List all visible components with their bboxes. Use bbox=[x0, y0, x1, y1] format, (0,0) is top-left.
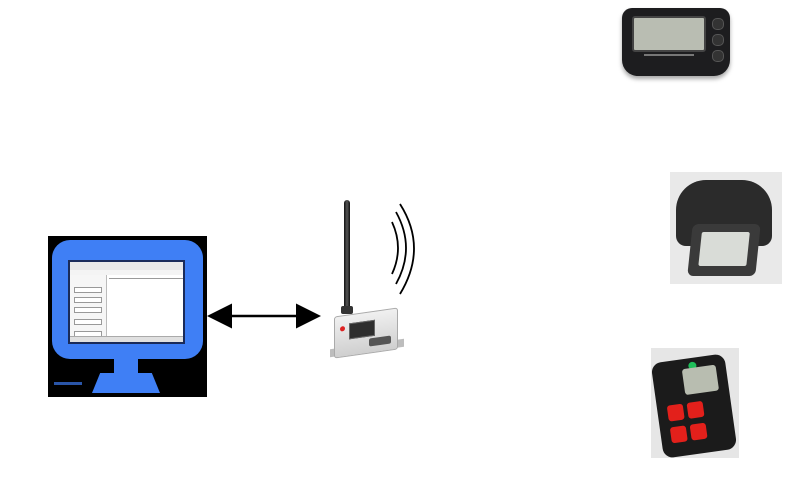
screen-field bbox=[74, 307, 102, 313]
pager-button bbox=[712, 50, 724, 62]
pager-button bbox=[712, 18, 724, 30]
pager-body bbox=[622, 8, 730, 76]
screen-text-line bbox=[109, 278, 183, 279]
radio-wave-arc bbox=[395, 211, 407, 285]
monitor-shadow bbox=[54, 382, 82, 385]
pager-brand-mark bbox=[644, 54, 694, 56]
alphanumeric-pager-icon bbox=[614, 2, 738, 82]
pager-button bbox=[712, 34, 724, 46]
screen-status-bar bbox=[70, 336, 183, 342]
radio-wave-arc bbox=[399, 203, 415, 295]
wrist-pager-icon bbox=[670, 172, 782, 284]
antenna-base bbox=[341, 306, 353, 314]
pager-screen bbox=[632, 16, 706, 52]
computer-monitor-icon bbox=[48, 236, 207, 397]
monitor-neck bbox=[114, 359, 138, 373]
monitor-screen bbox=[68, 260, 185, 344]
monitor-base bbox=[92, 373, 160, 393]
screen-field bbox=[74, 297, 102, 303]
monitor-frame bbox=[52, 240, 203, 359]
radio-wave-icon bbox=[391, 203, 415, 295]
antenna bbox=[344, 200, 350, 312]
screen-main-area bbox=[107, 275, 183, 342]
keypad-pager-icon bbox=[650, 348, 739, 459]
screen-field bbox=[74, 319, 102, 325]
radio-modem-icon bbox=[330, 198, 404, 359]
screen-field bbox=[74, 287, 102, 293]
radio-wave-arc bbox=[391, 221, 399, 275]
